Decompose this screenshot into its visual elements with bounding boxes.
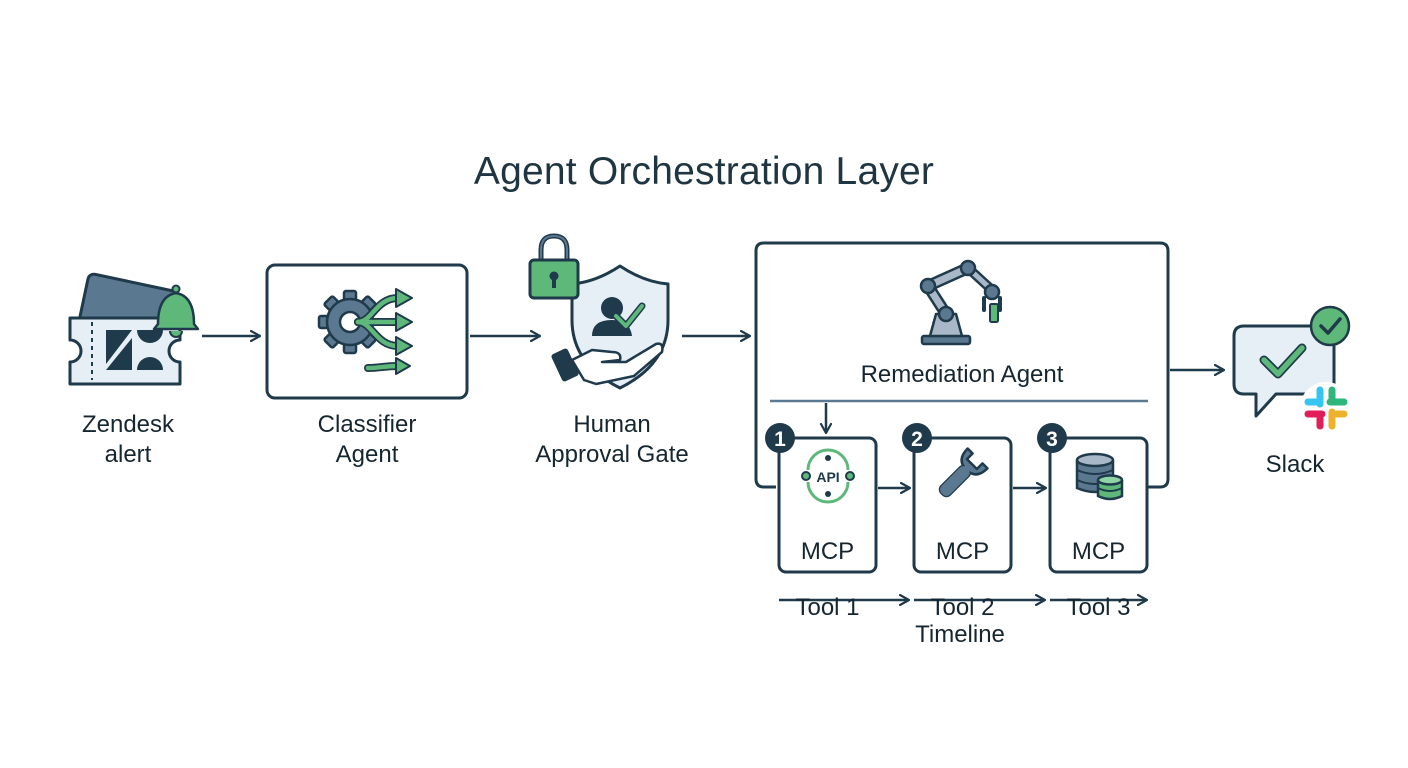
gear-branching-arrows-icon bbox=[317, 288, 413, 375]
timeline-label: Timeline bbox=[915, 621, 1005, 648]
bell-icon bbox=[152, 284, 200, 338]
step-badge-1 bbox=[765, 423, 795, 453]
slack-label: Slack bbox=[1265, 451, 1325, 478]
step-badge-3 bbox=[1037, 423, 1067, 453]
zendesk-logo-icon bbox=[106, 330, 163, 370]
api-icon: API bbox=[801, 448, 855, 504]
remediation-label: Remediation Agent bbox=[860, 361, 1064, 388]
mcp-tool-2-box bbox=[912, 436, 1013, 574]
diagram-title: Agent Orchestration Layer bbox=[473, 150, 935, 193]
mcp-tool-2-line2: Tool 2 bbox=[930, 594, 995, 621]
approval-gate-label: Human Approval Gate bbox=[535, 411, 689, 468]
step-number-2: 2 bbox=[911, 428, 923, 451]
mcp-tool-3-label: MCP Tool 3 bbox=[1050, 510, 1147, 650]
mcp-tool-1-label: MCP Tool 1 bbox=[779, 510, 876, 650]
mcp-tool-2-line1: MCP bbox=[935, 538, 990, 565]
robot-arm-icon bbox=[919, 259, 1002, 346]
mcp-tool-1-line1: MCP bbox=[800, 538, 855, 565]
zendesk-ticket-bell-icon bbox=[68, 272, 200, 386]
mcp-tool-1-line2: Tool 1 bbox=[795, 594, 860, 621]
zendesk-label: Zendesk alert bbox=[81, 411, 175, 468]
slack-chat-check-icon bbox=[1232, 305, 1352, 434]
svg-text:API: API bbox=[816, 469, 839, 485]
wrench-icon bbox=[938, 447, 989, 498]
lock-shield-hand-icon bbox=[528, 233, 670, 390]
step-number-3: 3 bbox=[1046, 428, 1058, 451]
classifier-label: Classifier Agent bbox=[317, 411, 417, 468]
step-number-1: 1 bbox=[774, 428, 786, 451]
database-icon bbox=[1075, 452, 1124, 501]
slack-logo-icon bbox=[1300, 382, 1352, 434]
remediation-container bbox=[754, 241, 1170, 489]
step-badge-2 bbox=[902, 423, 932, 453]
mcp-tool-2-label: MCP Tool 2 bbox=[914, 510, 1011, 650]
mcp-tool-3-line1: MCP bbox=[1071, 538, 1126, 565]
mcp-tool-3-box bbox=[1048, 436, 1149, 574]
mcp-tool-3-line2: Tool 3 bbox=[1066, 594, 1131, 621]
